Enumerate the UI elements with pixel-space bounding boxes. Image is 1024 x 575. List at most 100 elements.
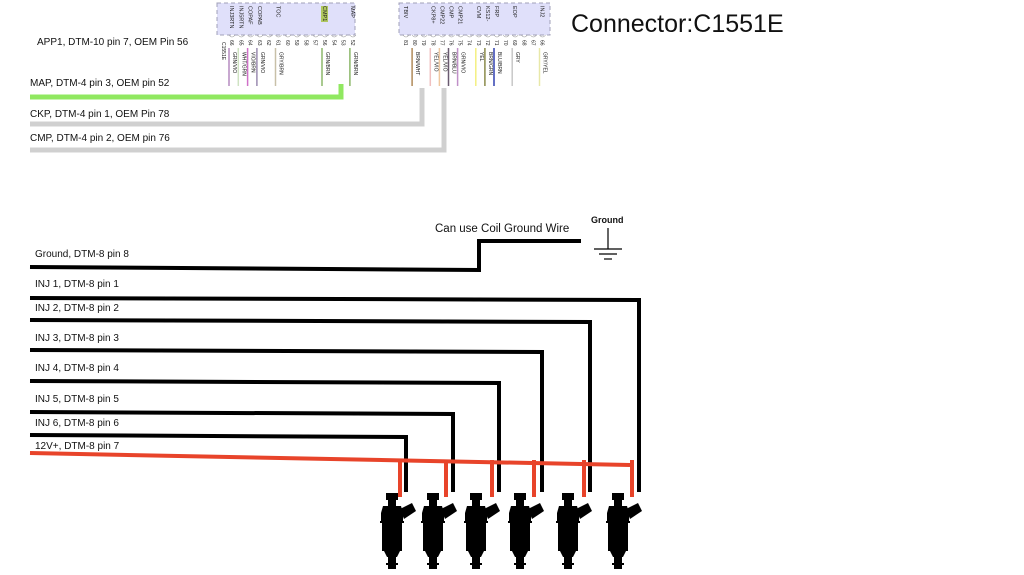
wire-color-code: WHT/GRN (240, 52, 246, 76)
ground-symbol-label: Ground (591, 215, 624, 225)
wire-label-12v: 12V+, DTM-8 pin 7 (35, 441, 120, 452)
pin-number: 66 (228, 40, 234, 46)
wire-inj-4 (29, 379, 501, 492)
pin-number: 66 (539, 40, 545, 46)
pin-number: 73 (475, 40, 481, 46)
connector-left-body (216, 2, 356, 36)
pin-name: MAP (349, 6, 355, 18)
pin-name: INJ5RTN (237, 6, 243, 29)
wire-label-inj-5: INJ 5, DTM-8 pin 5 (35, 394, 119, 405)
pin-socket (530, 34, 537, 38)
pin-socket (284, 34, 292, 38)
wire-color-code: GRY/YEL (542, 52, 548, 74)
pin-socket (484, 34, 492, 38)
pin-socket (256, 34, 264, 38)
pin-socket (521, 34, 528, 38)
pin-name: CVM (475, 6, 481, 19)
wire-ckp (30, 88, 425, 127)
pin-socket (402, 34, 410, 38)
pin-socket (439, 34, 446, 38)
wire-label-app1: APP1, DTM-10 pin 7, OEM Pin 56 (37, 37, 189, 48)
pin-socket (275, 34, 282, 38)
pin-name: CMP1 (321, 6, 327, 21)
pin-highlight (321, 6, 328, 22)
pin-number: 63 (256, 40, 262, 46)
pin-name: TBIV (402, 6, 408, 19)
pin-number: 64 (247, 40, 253, 46)
wire-color-code: GRN/VIO (231, 52, 237, 73)
wire-color-code: YEL/VIO (441, 52, 447, 72)
pin-name: FRP (493, 6, 499, 17)
pin-socket (321, 34, 329, 38)
wire-cmp (30, 88, 447, 153)
pin-number: 53 (340, 40, 346, 46)
fuel-injector-icon (380, 493, 416, 569)
wire-color-code: GRN/VIO (460, 52, 466, 73)
pin-number: 54 (330, 40, 336, 46)
pin-name: COPAB (256, 6, 262, 25)
pin-name: COPAF (247, 6, 253, 25)
wire-label-inj-6: INJ 6, DTM-8 pin 6 (35, 418, 119, 429)
pin-number: 67 (529, 40, 535, 46)
pin-number: 69 (511, 40, 517, 46)
pin-name: CKP8+ (429, 6, 435, 24)
pin-number: 65 (237, 40, 243, 46)
connector-title: Connector:C1551E (571, 10, 784, 38)
pin-socket (331, 34, 338, 38)
ground-symbol-icon (594, 228, 622, 260)
wire-label-cmp: CMP, DTM-4 pin 2, OEM pin 76 (30, 133, 170, 144)
wire-inj-1 (29, 296, 641, 492)
pin-socket (349, 34, 357, 38)
connector-right-body (398, 2, 551, 36)
wire-label-inj-3: INJ 3, DTM-8 pin 3 (35, 333, 119, 344)
wire-map (30, 84, 344, 100)
wire-color-code: GRN/BRN (324, 52, 330, 75)
wire-color-code: YEL (478, 52, 484, 62)
pin-socket (293, 34, 301, 38)
pin-number: 81 (402, 40, 408, 46)
pin-socket (475, 34, 483, 38)
pin-socket (265, 34, 273, 38)
wire-label-ckp: CKP, DTM-4 pin 1, OEM Pin 78 (30, 109, 170, 120)
ground-note: Can use Coil Ground Wire (435, 223, 569, 235)
wire-inj-5 (29, 410, 455, 492)
wire-ground (29, 239, 581, 273)
wire-color-code: GRN/BRN (352, 52, 358, 75)
wire-inj-3 (29, 348, 544, 492)
pin-name: CMP (448, 6, 454, 19)
wire-label-inj-4: INJ 4, DTM-8 pin 4 (35, 363, 119, 374)
wire-color-code: YEL/VIO (432, 52, 438, 72)
wire-inj-6 (29, 433, 408, 492)
pin-name: KS12- (484, 6, 490, 21)
pin-socket (340, 34, 347, 38)
wire-color-code: GRY (514, 52, 520, 63)
pin-name: TOC (275, 6, 281, 18)
pin-socket (312, 34, 319, 38)
wire-label-map: MAP, DTM-4 pin 3, OEM pin 52 (30, 78, 170, 89)
pin-name: CMP22 (438, 6, 444, 24)
fuel-injector-icon (464, 493, 500, 569)
pin-number: 75 (457, 40, 463, 46)
pin-socket (466, 34, 473, 38)
wire-12v (29, 451, 631, 467)
pin-number: 76 (448, 40, 454, 46)
wire-color-code: BRN/BLU (451, 52, 457, 74)
pin-name: INJ2 (539, 6, 545, 17)
pin-socket (502, 34, 510, 38)
pin-number: 60 (284, 40, 290, 46)
pin-number: 71 (493, 40, 499, 46)
pin-name: INJ3RTN (228, 6, 234, 29)
pin-socket (238, 34, 245, 38)
pin-number: 68 (520, 40, 526, 46)
pin-socket (539, 34, 546, 38)
pin-number: 52 (349, 40, 355, 46)
pin-number: 79 (420, 40, 426, 46)
pin-socket (457, 34, 464, 38)
pin-socket (493, 34, 501, 38)
pin-name: CMP21 (457, 6, 463, 24)
fuel-injector-icon (508, 493, 544, 569)
wire-color-code: GRN/VIO (259, 52, 265, 73)
pin-socket (511, 34, 519, 38)
pin-socket (411, 34, 419, 38)
